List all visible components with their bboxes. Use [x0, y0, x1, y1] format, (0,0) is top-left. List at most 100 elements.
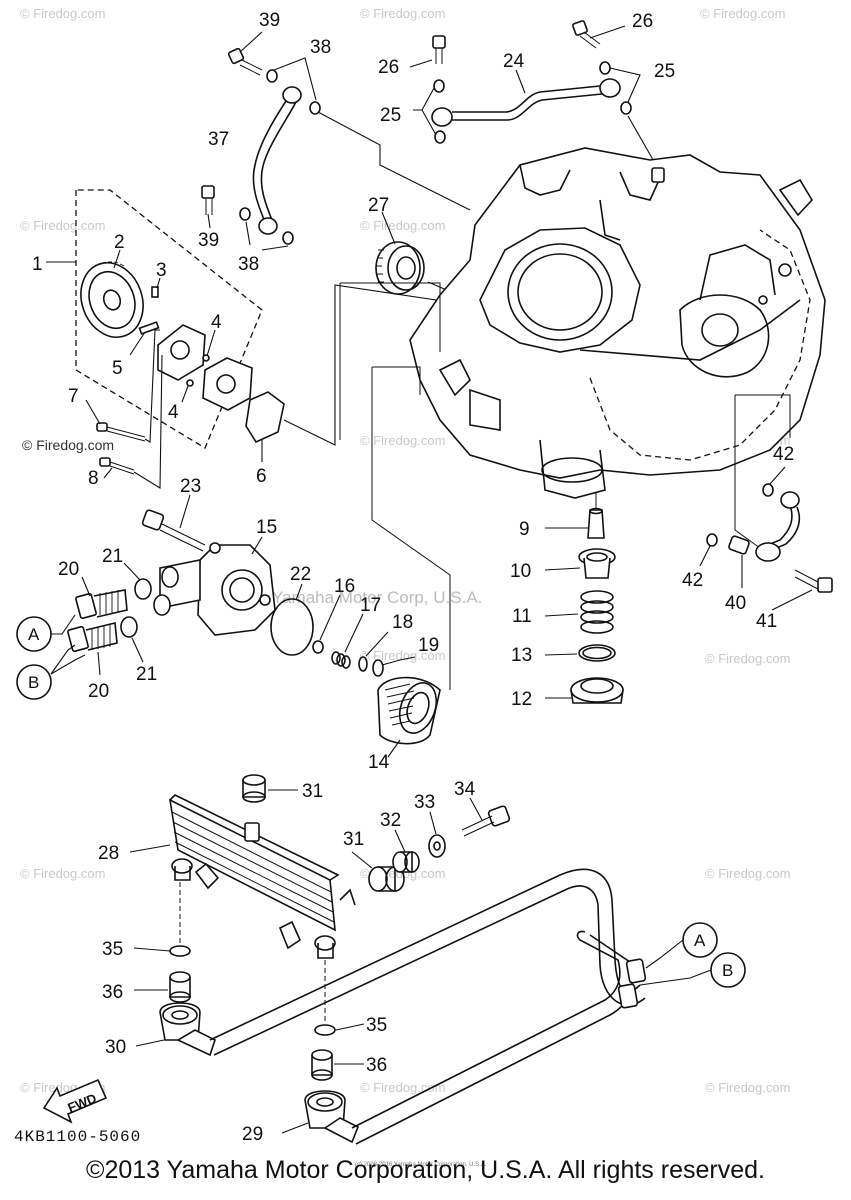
leader-line	[381, 211, 396, 245]
union-bolt	[432, 35, 446, 64]
crankcase	[409, 147, 826, 499]
part-label: 39	[259, 10, 280, 31]
part-label: 29	[242, 1124, 263, 1145]
damper	[242, 774, 266, 803]
leader-line	[409, 59, 433, 68]
leader-line	[365, 631, 389, 657]
part-label: 34	[454, 779, 476, 800]
part-label: 9	[519, 519, 530, 540]
part-label: 13	[511, 645, 532, 666]
watermark: © Firedog.com	[360, 433, 445, 448]
part-label: 36	[366, 1055, 387, 1076]
leader-line	[699, 545, 711, 567]
watermark: © Firedog.com	[705, 651, 790, 666]
leader-line	[156, 277, 161, 289]
copper-washer	[433, 79, 445, 93]
damper	[368, 866, 405, 892]
leader-line	[133, 947, 171, 952]
watermark: © Firedog.com	[705, 866, 790, 881]
oil-hose-30	[159, 868, 646, 1057]
pin	[151, 286, 159, 298]
oil-filter	[377, 676, 441, 745]
part-label: 25	[380, 105, 401, 126]
watermark: © Firedog.com	[705, 1080, 790, 1095]
leader-line	[131, 637, 144, 663]
boundary-line	[734, 395, 761, 549]
pump-cover	[245, 391, 285, 444]
callout-circle	[16, 664, 52, 700]
part-label: 30	[105, 1037, 126, 1058]
part-label: 41	[756, 611, 777, 632]
part-label: 42	[682, 570, 703, 591]
leader-line	[645, 939, 684, 969]
copper-washer	[706, 533, 718, 547]
callout-label: B	[722, 961, 733, 980]
leader-line	[251, 536, 263, 555]
oil-pipe-37	[252, 86, 302, 235]
o-ring	[578, 644, 616, 662]
shaft	[138, 321, 160, 335]
part-label: 4	[168, 402, 179, 423]
part-label: 28	[98, 843, 119, 864]
part-label: 42	[773, 444, 794, 465]
leader-line	[609, 67, 641, 103]
part-label: 35	[366, 1015, 387, 1036]
copper-washer	[282, 231, 294, 245]
fwd-arrow-icon	[42, 1078, 108, 1124]
boundary-line	[735, 394, 791, 438]
leader-line	[544, 613, 579, 617]
leader-line	[273, 57, 317, 101]
o-ring	[169, 945, 191, 957]
fine-print: (c) 2008-2016 Yamaha Motor Corporation, …	[355, 1162, 487, 1168]
part-label: 22	[290, 564, 311, 585]
part-label: 16	[334, 576, 355, 597]
leader-line	[81, 576, 91, 597]
boundary-line	[371, 367, 451, 690]
oil-cooler	[168, 794, 356, 959]
oil-strainer-pipe	[587, 507, 605, 539]
part-label: 4	[211, 312, 222, 333]
leader-line	[351, 851, 373, 869]
copper-washer	[239, 207, 251, 221]
leader-line	[295, 583, 303, 601]
leader-line	[281, 1122, 309, 1134]
callout-label: A	[694, 931, 706, 950]
o-ring-inner	[582, 646, 612, 660]
copper-washer	[434, 130, 446, 144]
bolt	[794, 569, 833, 593]
part-label: 1	[32, 254, 43, 275]
boundary-line	[372, 366, 421, 395]
pipe-fitting	[67, 622, 118, 653]
o-ring	[134, 578, 152, 600]
part-label: 25	[654, 61, 675, 82]
leader-line	[129, 331, 146, 356]
part-label: 27	[368, 195, 389, 216]
copper-washer	[762, 483, 774, 497]
boundary-line	[340, 282, 441, 352]
leader-line	[113, 249, 121, 269]
leader-line	[50, 644, 76, 675]
watermark: © Firedog.com	[20, 218, 105, 233]
part-label: 18	[392, 612, 413, 633]
leader-line	[317, 111, 471, 211]
spring	[580, 590, 614, 634]
callout-label: A	[28, 625, 40, 644]
part-label: 6	[256, 466, 267, 487]
leader-line	[421, 109, 437, 136]
diagram-code: 4KB1100-5060	[14, 1128, 142, 1146]
watermark: © Firedog.com	[20, 6, 105, 21]
leader-line	[283, 284, 471, 446]
leader-line	[239, 31, 263, 53]
leader-line	[319, 594, 341, 641]
part-label: 33	[414, 792, 435, 813]
leader-line	[135, 1039, 165, 1047]
oil-pump-drive-gear	[375, 241, 425, 295]
leader-line	[51, 614, 76, 635]
part-label: 8	[88, 468, 99, 489]
part-label: 15	[256, 517, 277, 538]
part-label: 14	[368, 752, 390, 773]
leader-line	[245, 221, 251, 246]
leader-line	[129, 844, 171, 853]
o-ring	[372, 659, 384, 677]
